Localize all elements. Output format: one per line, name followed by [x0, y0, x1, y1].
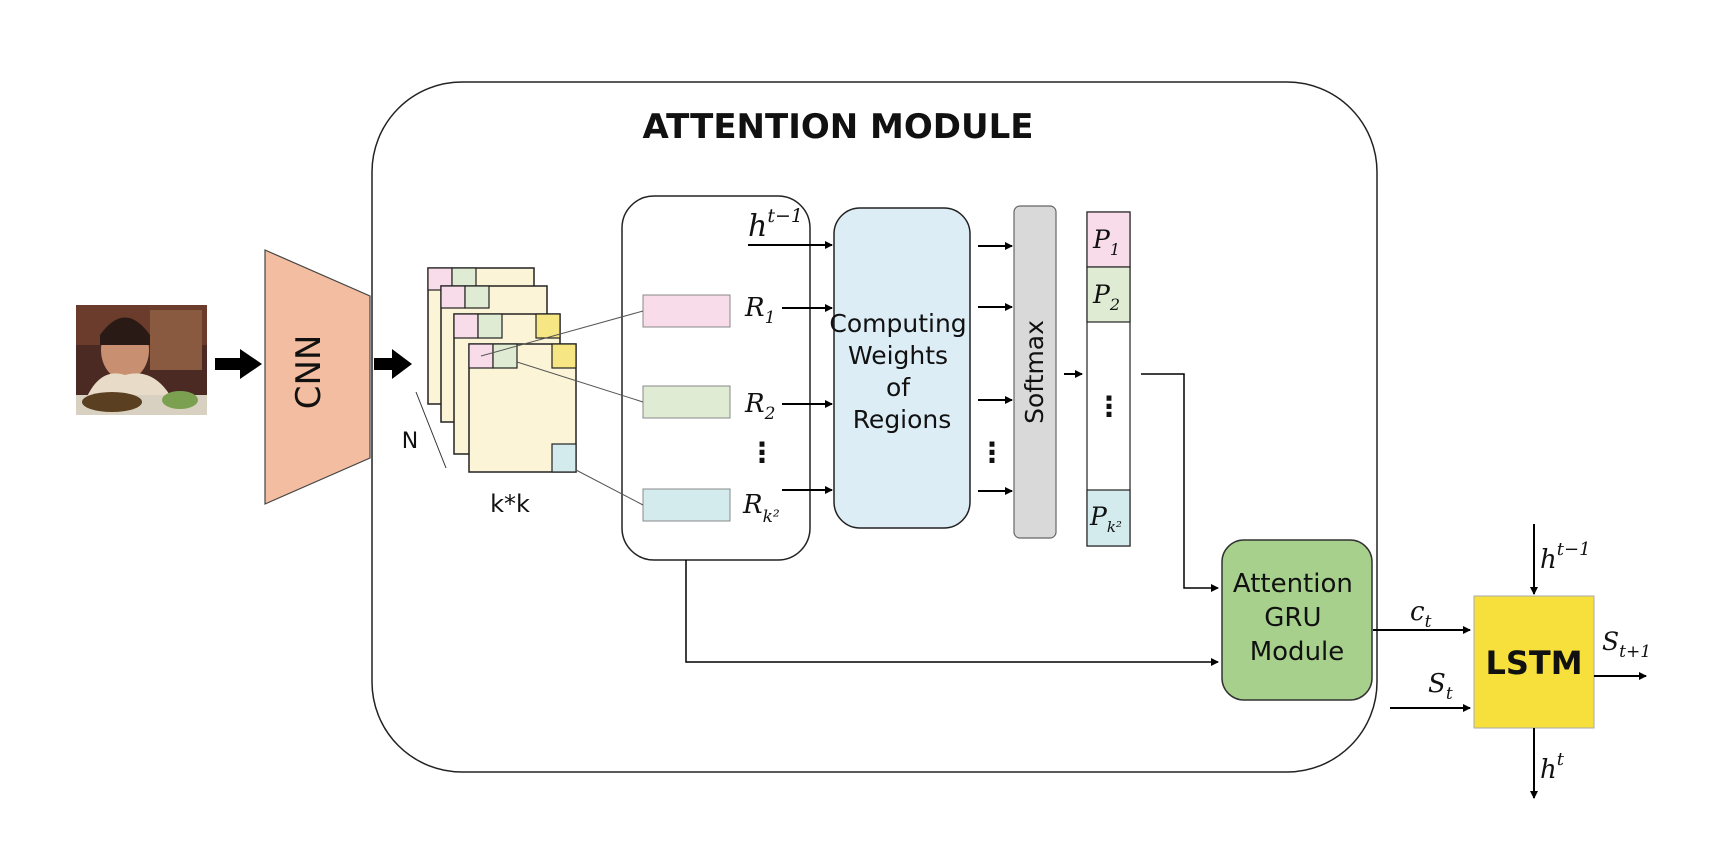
prob-cell-k2 — [1086, 489, 1131, 547]
prob-label-1: P1 — [1092, 225, 1120, 259]
input-to-cnn-arrow — [215, 349, 262, 379]
cell-to-region-line — [575, 469, 644, 506]
lstm-hidden-out-label: ht — [1540, 749, 1565, 785]
gru-label: Attention GRU Module — [1233, 569, 1361, 667]
region-label-2: R2 — [744, 389, 775, 424]
region-label-1: R1 — [744, 293, 775, 328]
region-vector-2 — [642, 385, 731, 419]
lstm-hidden-in-label: ht−1 — [1540, 539, 1591, 575]
state-in-label: St — [1428, 669, 1453, 704]
prob-cell-2 — [1086, 266, 1131, 323]
softmax-label: Softmax — [1020, 320, 1049, 424]
probability-vector — [1086, 211, 1131, 547]
input-image — [76, 305, 207, 415]
n-depth-line — [415, 391, 447, 469]
region-label-k2: Rk² — [742, 490, 780, 527]
grid-size-label: k*k — [490, 490, 530, 518]
prob-label-2: P2 — [1092, 280, 1120, 314]
softmax-box — [1013, 205, 1057, 539]
state-out-label: St+1 — [1602, 627, 1651, 662]
weight-ellipsis: ⋮ — [978, 436, 1006, 469]
feature-map-stack — [427, 267, 577, 473]
prob-label-k2: Pk² — [1089, 502, 1122, 536]
cell-to-region-line — [480, 310, 644, 357]
region-ellipsis: ⋮ — [748, 436, 776, 469]
lstm-box — [1473, 595, 1595, 729]
prob-cell-1 — [1086, 211, 1131, 268]
region-vector-1 — [642, 294, 731, 328]
probs-to-gru-arrow — [1141, 373, 1219, 592]
cnn-block: CNN — [264, 249, 371, 505]
module-title: ATTENTION MODULE — [642, 107, 1033, 147]
cell-to-region-line — [516, 361, 644, 403]
cnn-to-maps-arrow — [374, 349, 412, 379]
n-label: N — [402, 429, 418, 454]
region-vector-k2 — [642, 488, 731, 522]
cnn-label: CNN — [289, 335, 329, 410]
prob-ellipsis: ⋮ — [1095, 390, 1123, 423]
attention-gru-box — [1221, 539, 1373, 701]
lstm-label: LSTM — [1485, 644, 1582, 682]
weights-box-label: Computing Weights of Regions — [829, 309, 974, 434]
weights-box — [833, 207, 971, 529]
context-label: ct — [1410, 597, 1432, 632]
feature-map — [468, 343, 577, 473]
hidden-prev-label: ht−1 — [748, 205, 803, 244]
regions-to-gru-arrow — [685, 560, 1219, 666]
region-container — [621, 195, 811, 561]
attention-module-box — [371, 81, 1378, 773]
